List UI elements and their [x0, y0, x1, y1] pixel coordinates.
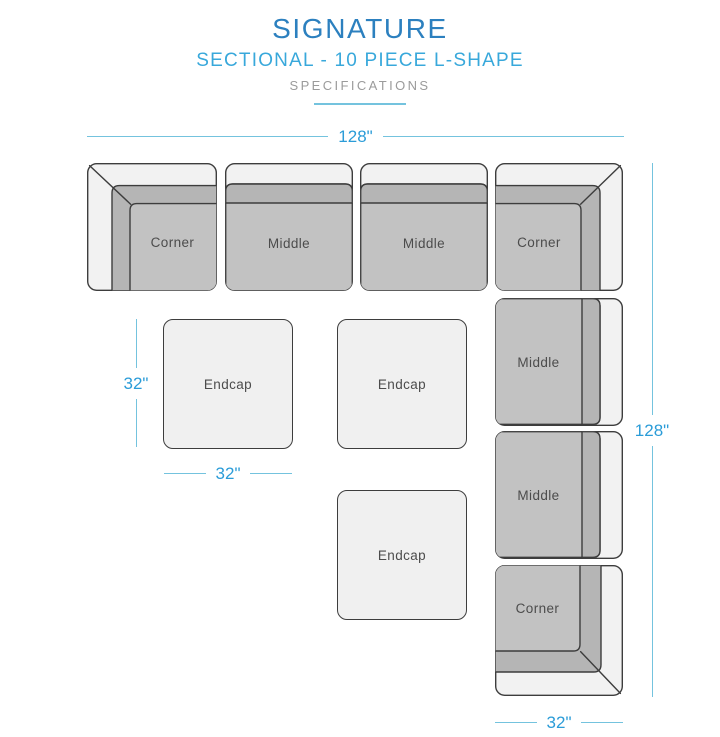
page-caption: SPECIFICATIONS — [289, 78, 431, 93]
dimension-line — [135, 319, 137, 368]
dimension-corner-width: 32" — [495, 712, 624, 732]
dimension-value: 32" — [546, 712, 572, 732]
caption-underline — [314, 103, 406, 105]
dimension-line — [581, 721, 624, 723]
dimension-value: 128" — [634, 420, 670, 440]
sofa-middle-shape — [360, 163, 488, 291]
piece-corner-top-right: Corner — [495, 163, 623, 291]
piece-corner-top-left: Corner — [87, 163, 217, 291]
dimension-value: 128" — [338, 126, 373, 146]
piece-middle-right-2: Middle — [495, 431, 623, 559]
dimension-line — [250, 472, 293, 474]
dimension-overall-height: 128" — [629, 163, 675, 697]
piece-corner-bottom-right: Corner — [495, 565, 623, 696]
sofa-middle-shape — [225, 163, 353, 291]
dimension-value: 32" — [215, 463, 241, 483]
piece-label: Corner — [515, 600, 560, 616]
sofa-middle-shape — [495, 298, 623, 426]
dimension-line — [651, 445, 653, 697]
sofa-corner-shape — [495, 565, 623, 696]
page-subtitle: SECTIONAL - 10 PIECE L-SHAPE — [196, 50, 524, 71]
dimension-line — [87, 135, 329, 137]
dimension-line — [382, 135, 624, 137]
piece-label: Middle — [402, 235, 446, 251]
dimension-endcap-height: 32" — [113, 319, 159, 447]
dimension-line — [164, 472, 206, 474]
piece-middle-right-1: Middle — [495, 298, 623, 426]
dimension-line — [651, 163, 653, 415]
dimension-value: 32" — [123, 373, 149, 393]
piece-endcap-2: Endcap — [337, 319, 467, 449]
dimension-line — [135, 398, 137, 447]
sofa-corner-shape — [87, 163, 217, 291]
piece-endcap-3: Endcap — [337, 490, 467, 620]
piece-label: Corner — [150, 235, 195, 250]
dimension-overall-width: 128" — [87, 127, 624, 145]
piece-label: Middle — [517, 354, 560, 370]
page-title: SIGNATURE — [272, 13, 448, 44]
dimension-endcap-width: 32" — [164, 463, 293, 483]
piece-endcap-1: Endcap — [163, 319, 293, 449]
piece-label: Corner — [517, 234, 561, 250]
piece-label: Middle — [267, 235, 311, 251]
sofa-corner-shape — [495, 163, 623, 291]
sofa-middle-shape — [495, 431, 623, 559]
piece-middle-top-1: Middle — [225, 163, 353, 291]
piece-middle-top-2: Middle — [360, 163, 488, 291]
piece-label: Middle — [517, 487, 560, 503]
dimension-line — [495, 721, 537, 723]
